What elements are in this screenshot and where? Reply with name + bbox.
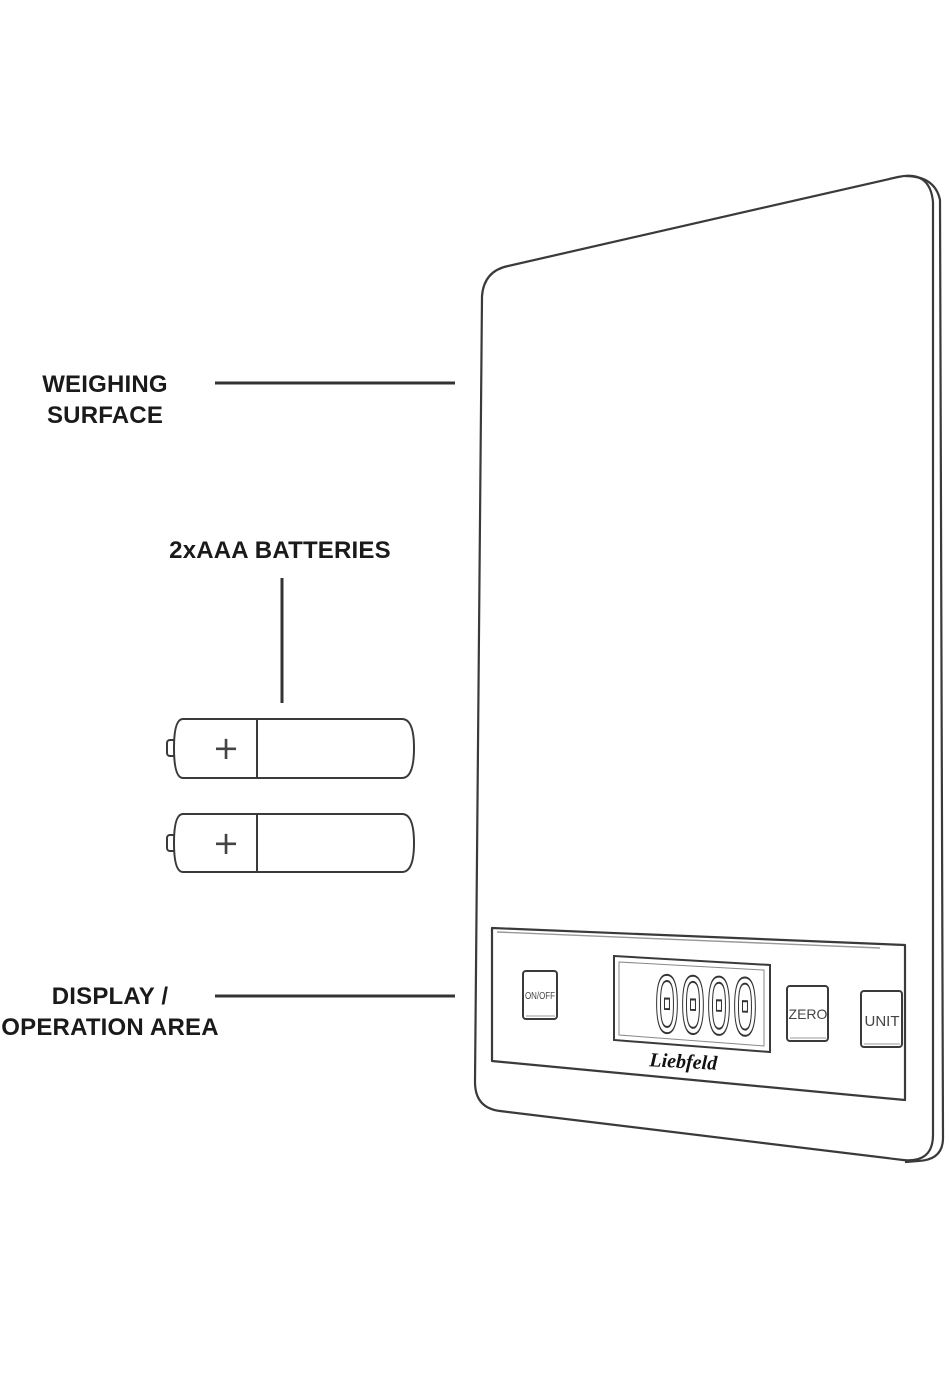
on-off-button-label: ON/OFF [525,991,555,1002]
unit-button[interactable]: UNIT [861,991,902,1047]
unit-button-label: UNIT [865,1013,900,1030]
zero-button-label: ZERO [789,1006,828,1022]
zero-button[interactable]: ZERO [787,986,828,1041]
on-off-button[interactable]: ON/OFF [523,971,557,1019]
battery-icon: + [167,719,414,778]
display-panel-top-shade [497,932,880,948]
scale-side-edge [905,176,943,1162]
lcd-display: 0000 [614,956,770,1061]
brand-logo: Liebfeld [648,1049,719,1075]
battery-icon: + [167,814,414,872]
battery-plus-symbol: + [213,729,240,767]
lcd-readout: 0000 [654,960,758,1062]
battery-plus-symbol: + [213,824,240,862]
